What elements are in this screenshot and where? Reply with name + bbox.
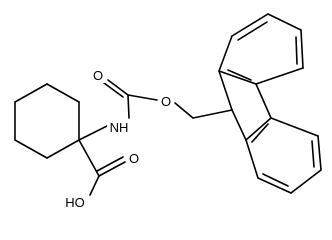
carbonyl-oxygen-label: O bbox=[93, 68, 103, 83]
structure-canvas: O O NH O HO bbox=[14, 13, 322, 210]
atom-labels: O O NH O HO bbox=[62, 67, 174, 210]
carbamate-group bbox=[78, 79, 233, 141]
acid-carbonyl-oxygen-label: O bbox=[129, 151, 139, 166]
carboxylic-acid-group bbox=[78, 139, 126, 196]
fluorenyl-group bbox=[218, 13, 322, 194]
hydroxyl-label: HO bbox=[65, 195, 85, 210]
ester-oxygen-label: O bbox=[161, 94, 171, 109]
chemical-structure-diagram: O O NH O HO bbox=[14, 13, 322, 210]
cyclohexane-ring bbox=[14, 83, 80, 159]
amine-label: NH bbox=[110, 120, 129, 135]
